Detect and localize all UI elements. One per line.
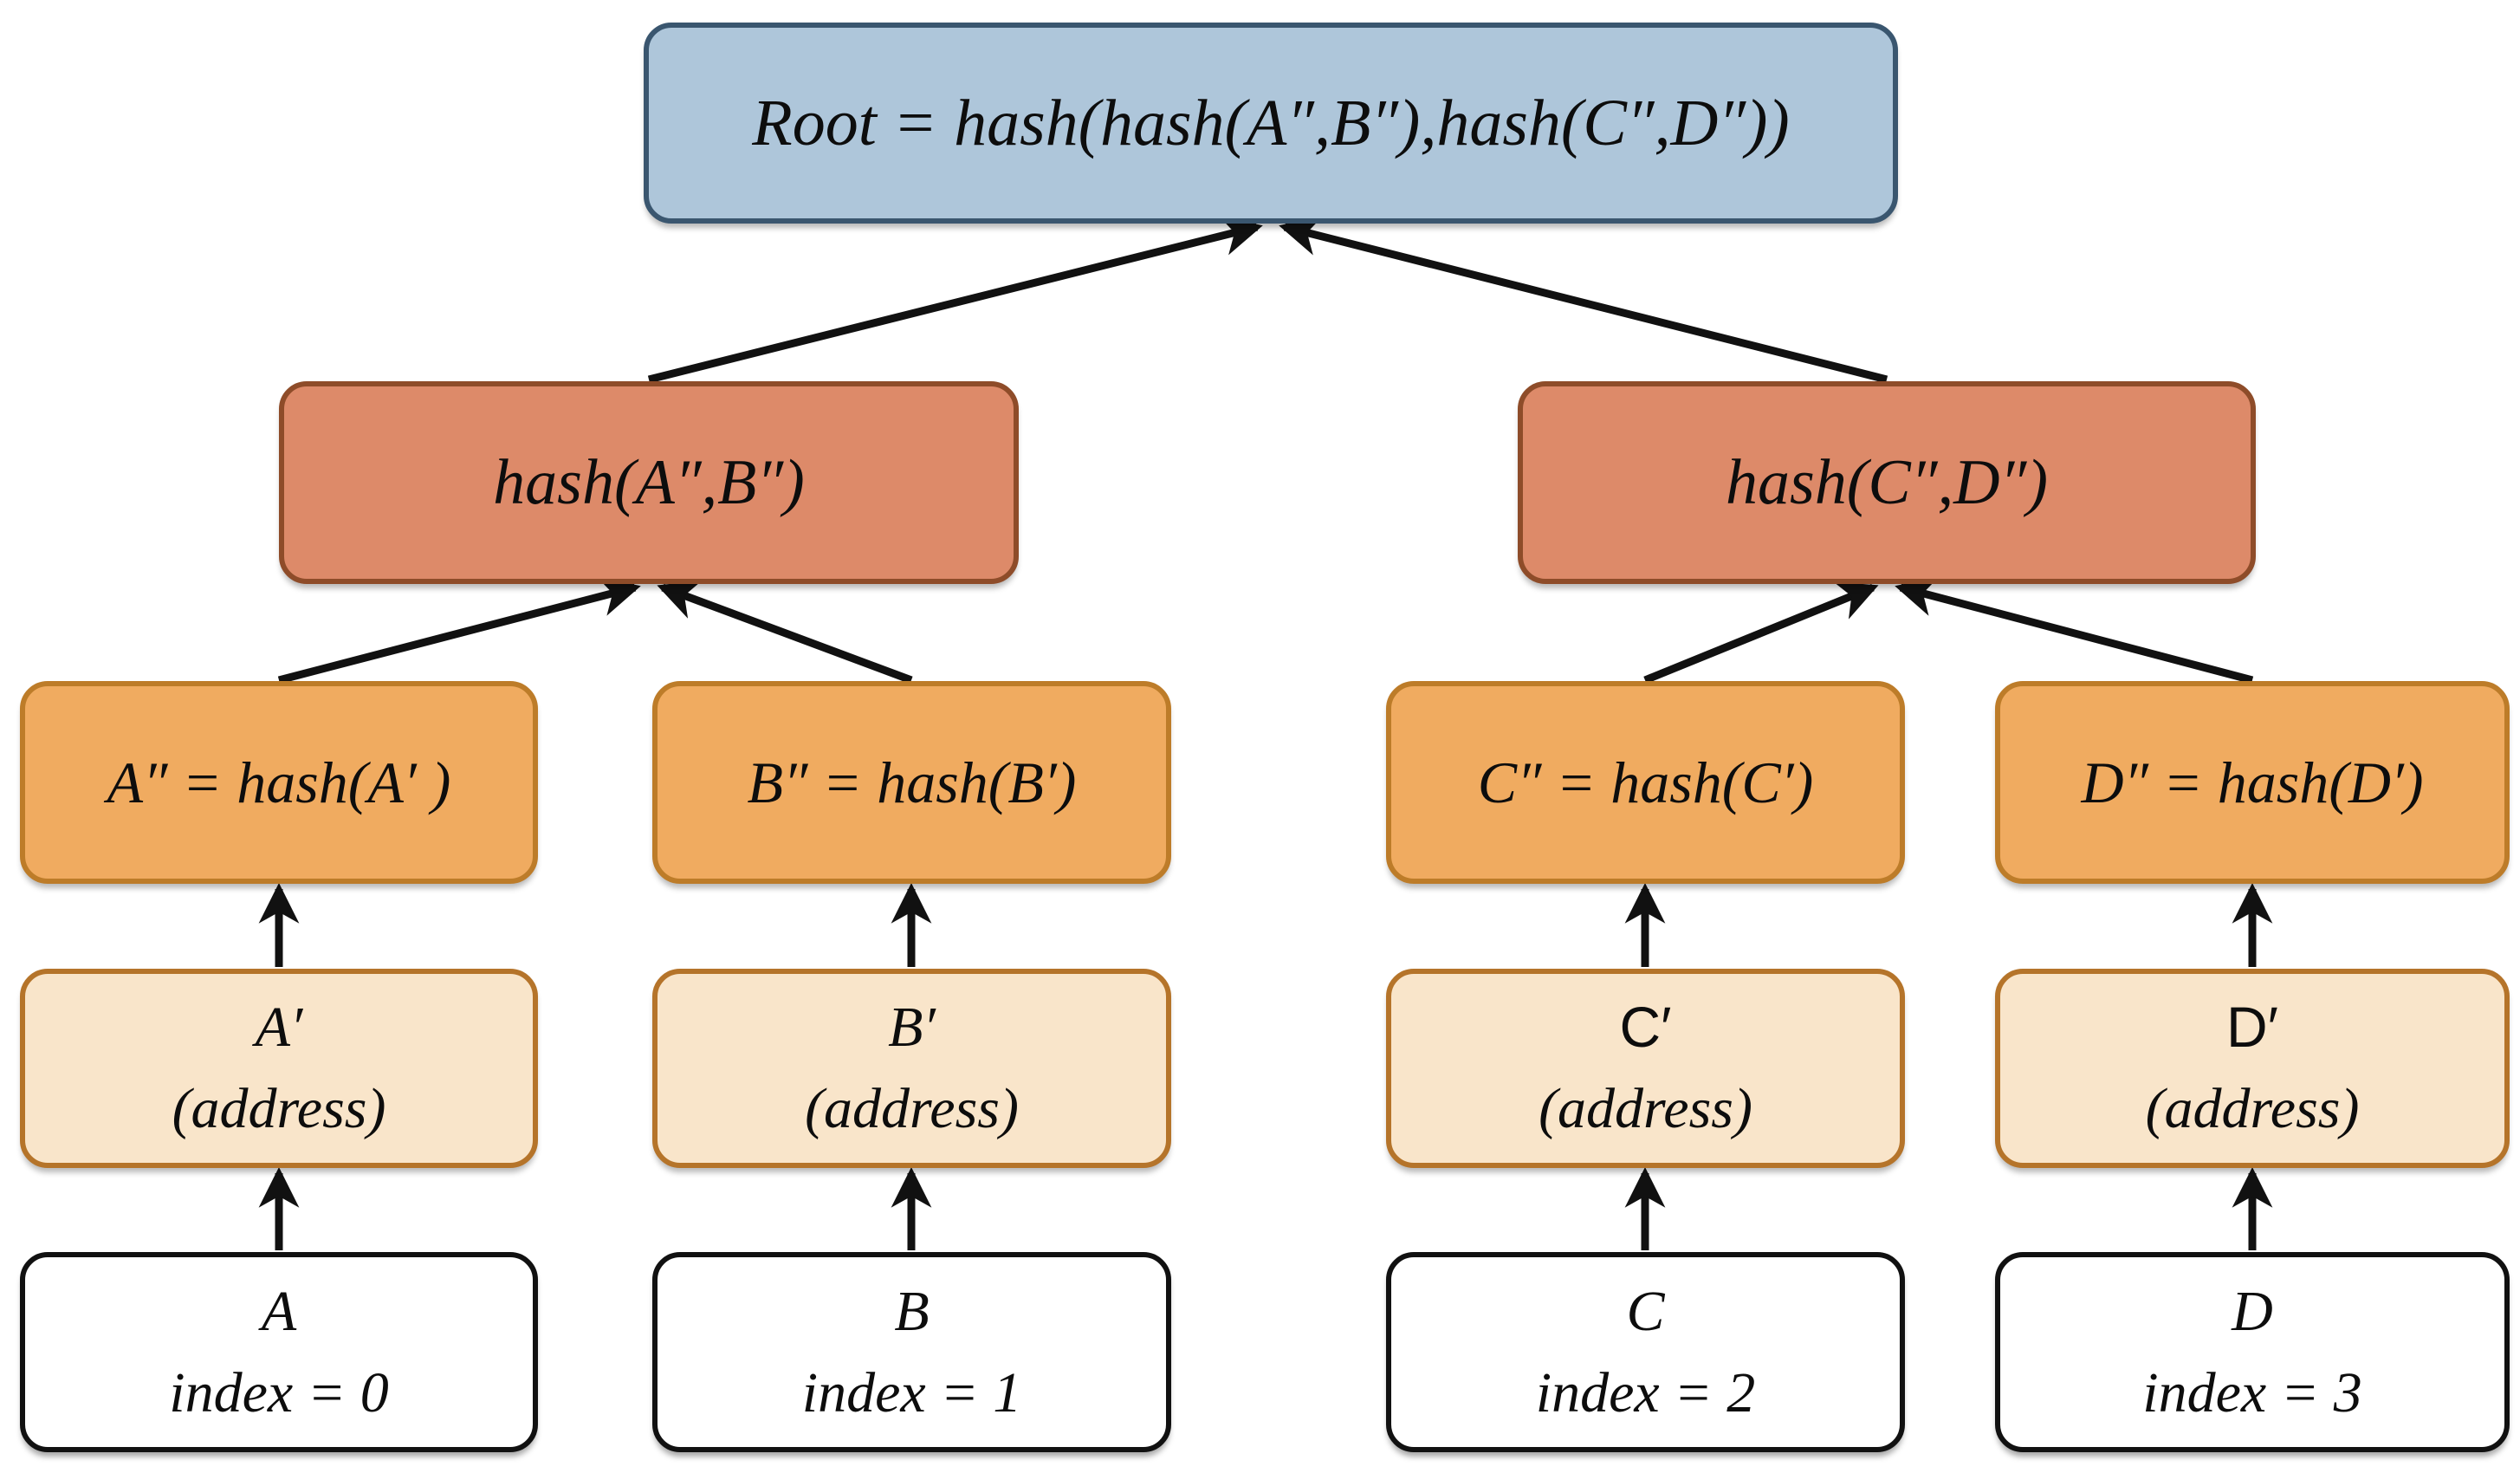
hash-node-c: C″ = hash(C′)	[1386, 681, 1905, 884]
hash-node-c-label: C″ = hash(C′)	[1477, 749, 1814, 815]
arrow-hash-a-to-branch-left	[277, 576, 641, 685]
leaf-node-b-name: B	[894, 1279, 930, 1343]
hash-node-d: D″ = hash(D′)	[1995, 681, 2510, 884]
arrow-branch-left-to-root	[647, 215, 1263, 384]
leaf-node-d-name: D	[2232, 1279, 2273, 1343]
branch-left-label: hash(A″,B″)	[493, 446, 805, 518]
address-node-a-caption: (address)	[172, 1077, 386, 1140]
arrow-branch-right-to-root	[1279, 216, 1888, 384]
hash-node-b: B″ = hash(B′)	[652, 681, 1171, 884]
root-node: Root = hash(hash(A″,B″),hash(C″,D″))	[644, 23, 1898, 224]
leaf-node-a-name: A	[261, 1279, 297, 1343]
address-node-c-name: C′	[1619, 995, 1672, 1060]
address-node-d-name: D′	[2225, 995, 2279, 1060]
arrow-hash-c-to-branch-right	[1643, 581, 1879, 685]
branch-right-label: hash(C″,D″)	[1725, 446, 2049, 518]
address-node-b-name: B′	[888, 996, 936, 1060]
address-node-a-name: A′	[255, 996, 303, 1060]
leaf-node-b-index: index = 1	[801, 1360, 1022, 1424]
address-node-c: C′ (address)	[1386, 969, 1905, 1168]
address-node-b-caption: (address)	[805, 1077, 1019, 1140]
leaf-node-c: C index = 2	[1386, 1252, 1905, 1452]
root-label: Root = hash(hash(A″,B″),hash(C″,D″))	[752, 86, 1790, 159]
address-node-d: D′ (address)	[1995, 969, 2510, 1168]
branch-node-right: hash(C″,D″)	[1518, 381, 2256, 584]
address-node-d-caption: (address)	[2145, 1077, 2360, 1140]
address-node-a: A′ (address)	[20, 969, 538, 1168]
hash-node-d-label: D″ = hash(D′)	[2081, 749, 2424, 815]
leaf-node-c-name: C	[1626, 1279, 1665, 1343]
leaf-node-d: D index = 3	[1995, 1252, 2510, 1452]
leaf-node-a: A index = 0	[20, 1252, 538, 1452]
leaf-node-c-index: index = 2	[1535, 1360, 1756, 1424]
leaf-node-d-index: index = 3	[2142, 1360, 2362, 1424]
hash-node-a-label: A″ = hash(A′ )	[107, 749, 451, 815]
branch-node-left: hash(A″,B″)	[279, 381, 1019, 584]
hash-node-a: A″ = hash(A′ )	[20, 681, 538, 884]
leaf-node-a-index: index = 0	[169, 1360, 389, 1424]
leaf-node-b: B index = 1	[652, 1252, 1171, 1452]
address-node-c-caption: (address)	[1539, 1077, 1752, 1140]
arrow-hash-b-to-branch-left	[657, 580, 913, 685]
arrow-hash-d-to-branch-right	[1895, 576, 2254, 685]
hash-node-b-label: B″ = hash(B′)	[747, 749, 1077, 815]
address-node-b: B′ (address)	[652, 969, 1171, 1168]
